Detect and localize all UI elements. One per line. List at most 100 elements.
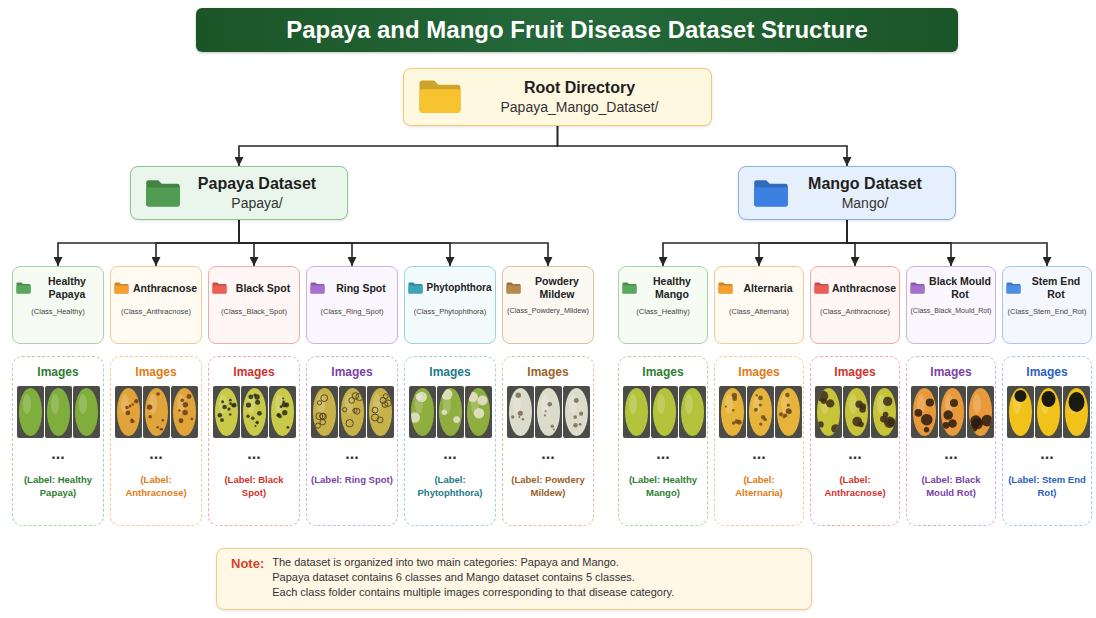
class-title-row: Healthy Papaya [16, 275, 100, 301]
fruit-thumbnails [17, 386, 100, 438]
fruit-thumbnails [213, 386, 296, 438]
diagram-title: Papaya and Mango Fruit Disease Dataset S… [196, 8, 958, 52]
folder-path: Papaya_Mango_Dataset/ [462, 98, 697, 116]
images-heading: Images [911, 365, 991, 379]
image-group-box: Images... (Label: Anthracnose) [810, 356, 900, 526]
root-folder-box: Root DirectoryPapaya_Mango_Dataset/ [403, 68, 712, 126]
folder-icon [212, 282, 227, 294]
tree-connector [558, 126, 848, 166]
folder-title: Papaya Dataset [181, 174, 333, 195]
class-title-row: Ring Spot [310, 275, 394, 301]
fruit-thumbnails [911, 386, 994, 438]
class-title-row: Anthracnose [114, 275, 198, 301]
images-heading: Images [409, 365, 491, 379]
image-group-box: Images...(Label: Anthracnose) [110, 356, 202, 526]
ellipsis: ... [507, 446, 589, 462]
class-folder-name: (Class_Ring_Spot) [310, 307, 394, 316]
image-group-box: Images... (Label: Stem End Rot) [1002, 356, 1092, 526]
class-folder-box: Black Spot(Class_Black_Spot) [208, 266, 300, 344]
folder-path: Papaya/ [181, 194, 333, 212]
note-text: Papaya dataset contains 6 classes and Ma… [272, 570, 797, 585]
class-folder-box: Healthy Mango (Class_Healthy) [618, 266, 708, 344]
class-title-row: Powdery Mildew [506, 275, 590, 301]
class-title: Healthy Papaya [34, 275, 100, 300]
dataset-folder-box: Mango DatasetMango/ [738, 166, 956, 220]
class-label: (Label: Anthracnose) [115, 474, 197, 499]
images-heading: Images [623, 365, 703, 379]
class-folder-box: Stem End Rot (Class_Stem_End_Rot) [1002, 266, 1092, 344]
class-title-row: Anthracnose [814, 275, 896, 301]
dataset-folder-box: Papaya DatasetPapaya/ [130, 166, 348, 220]
folder-icon [718, 282, 733, 294]
class-label: (Label: Stem End Rot) [1007, 474, 1087, 499]
fruit-thumbnails [115, 386, 198, 438]
ellipsis: ... [911, 446, 991, 462]
tree-connector [759, 220, 847, 266]
class-title: Phytophthora [426, 282, 492, 294]
folder-icon [622, 282, 637, 294]
images-heading: Images [213, 365, 295, 379]
class-folder-box: Phytophthora(Class_Phytophthora) [404, 266, 496, 344]
class-label: (Label: Anthracnose) [815, 474, 895, 499]
class-title: Healthy Mango [640, 275, 704, 300]
folder-icon [418, 79, 462, 114]
class-label: (Label: Phytophthora) [409, 474, 491, 499]
class-title: Ring Spot [328, 282, 394, 295]
class-title: Alternaria [736, 282, 800, 295]
ellipsis: ... [17, 446, 99, 462]
folder-icon [753, 179, 789, 208]
class-title: Anthracnose [132, 282, 198, 295]
note-body: The dataset is organized into two main c… [272, 555, 797, 600]
fruit-thumbnails [719, 386, 802, 438]
text-column: Mango DatasetMango/ [789, 174, 941, 213]
fruit-thumbnails [311, 386, 394, 438]
image-group-box: Images... (Label: Black Spot) [208, 356, 300, 526]
image-group-box: Images...(Label: Healthy Mango) [618, 356, 708, 526]
text-column: Papaya DatasetPapaya/ [181, 174, 333, 213]
images-heading: Images [1007, 365, 1087, 379]
image-group-box: Images...(Label: Alternaria) [714, 356, 804, 526]
class-folder-box: Powdery Mildew(Class_Powdery_Mildew) [502, 266, 594, 344]
folder-icon [310, 282, 325, 294]
class-folder-box: Alternaria (Class_Alternaria) [714, 266, 804, 344]
image-group-box: Images...(Label: Ring Spot) [306, 356, 398, 526]
ellipsis: ... [409, 446, 491, 462]
class-folder-box: Anthracnose(Class_Anthracnose) [110, 266, 202, 344]
image-group-box: Images... (Label: Phytophthora) [404, 356, 496, 526]
class-folder-name: (Class_Alternaria) [718, 307, 800, 316]
class-folder-box: Healthy Papaya (Class_Healthy) [12, 266, 104, 344]
class-folder-name: (Class_Black_Mould_Rot) [910, 307, 992, 315]
image-group-box: Images...(Label: Healthy Papaya) [12, 356, 104, 526]
ellipsis: ... [213, 446, 295, 462]
class-title-row: Black Spot [212, 275, 296, 301]
class-title-row: Black Mould Rot [910, 275, 992, 301]
class-title: Black Spot [230, 282, 296, 295]
note-text: The dataset is organized into two main c… [272, 555, 797, 570]
fruit-thumbnails [409, 386, 492, 438]
class-folder-name: (Class_Healthy) [622, 307, 704, 316]
images-heading: Images [311, 365, 393, 379]
image-group-box: Images...(Label: Black Mould Rot) [906, 356, 996, 526]
class-folder-name: (Class_Stem_End_Rot) [1006, 307, 1088, 316]
folder-icon [408, 282, 423, 294]
ellipsis: ... [815, 446, 895, 462]
tree-connector [239, 220, 548, 266]
folder-icon [16, 282, 31, 294]
class-label: (Label: Black Spot) [213, 474, 295, 499]
images-heading: Images [815, 365, 895, 379]
class-label: (Label: Powdery Mildew) [507, 474, 589, 499]
ellipsis: ... [1007, 446, 1087, 462]
ellipsis: ... [115, 446, 197, 462]
class-folder-box: Ring Spot (Class_Ring_Spot) [306, 266, 398, 344]
folder-icon [1006, 282, 1021, 294]
class-title: Anthracnose [832, 282, 896, 295]
class-title-row: Stem End Rot [1006, 275, 1088, 301]
folder-icon [814, 282, 829, 294]
text-column: Root DirectoryPapaya_Mango_Dataset/ [462, 78, 697, 117]
class-folder-name: (Class_Healthy) [16, 307, 100, 316]
images-heading: Images [17, 365, 99, 379]
class-title-row: Healthy Mango [622, 275, 704, 301]
note-box: Note:The dataset is organized into two m… [216, 548, 812, 610]
images-heading: Images [507, 365, 589, 379]
note-text: Each class folder contains multiple imag… [272, 585, 797, 600]
